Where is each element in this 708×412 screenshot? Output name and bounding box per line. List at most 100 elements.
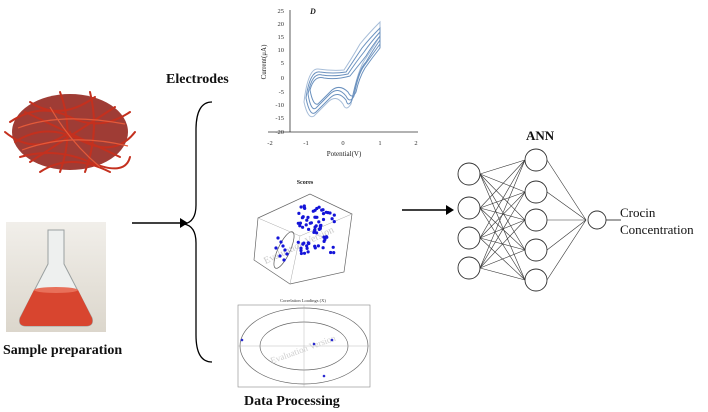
ann-edge xyxy=(479,267,526,281)
score-point xyxy=(322,235,326,239)
score-point xyxy=(299,246,303,250)
ann-input-node xyxy=(457,226,481,250)
score-point xyxy=(312,230,316,234)
ann-hidden-node xyxy=(524,148,548,172)
cv-xtick: 0 xyxy=(341,140,344,147)
cv-ytick: -20 xyxy=(275,129,284,136)
score-point xyxy=(326,211,330,215)
ann-edge xyxy=(479,159,526,209)
loadings-plot: Correlation Loadings (X) Evaluation Vers… xyxy=(237,298,371,388)
ann-edge xyxy=(546,159,587,221)
score-point xyxy=(283,248,287,252)
electrodes-label: Electrodes xyxy=(166,72,229,87)
cv-ytick: 15 xyxy=(278,34,285,41)
score-point xyxy=(296,240,300,244)
score-point xyxy=(320,208,324,212)
cv-xtick: 1 xyxy=(378,140,381,147)
cv-ytick: 5 xyxy=(281,60,284,67)
score-point xyxy=(332,251,336,255)
score-point xyxy=(311,209,315,213)
score-point xyxy=(323,237,327,242)
score-point xyxy=(306,215,310,219)
score-point xyxy=(281,244,285,248)
score-point xyxy=(285,252,289,256)
score-point xyxy=(298,224,302,228)
cv-xlabel: Potential(V) xyxy=(327,150,362,158)
score-point xyxy=(315,206,319,211)
score-point xyxy=(316,244,320,248)
score-point xyxy=(299,251,303,256)
sample-preparation-label: Sample preparation xyxy=(3,343,123,358)
cv-ytick: 25 xyxy=(278,8,285,15)
cv-xtick: -1 xyxy=(303,140,308,147)
score-point xyxy=(329,250,333,255)
ann-edge xyxy=(479,173,526,251)
ann-edge xyxy=(479,173,526,193)
score-point xyxy=(305,244,309,248)
score-point xyxy=(307,227,311,231)
score-point xyxy=(321,212,326,216)
cv-ytick: 20 xyxy=(278,21,285,28)
ann-edge xyxy=(479,191,526,209)
scores-plot: Scores Evaluation Version xyxy=(253,180,353,285)
score-point xyxy=(318,226,322,231)
ann-edge xyxy=(479,159,526,269)
score-point xyxy=(314,224,318,228)
curly-bracket xyxy=(183,101,213,363)
score-point xyxy=(331,245,335,249)
score-point xyxy=(324,235,328,239)
flask-photo xyxy=(6,222,106,332)
score-point xyxy=(299,205,303,209)
ann-edge xyxy=(479,159,526,239)
output-label: Crocin Concentration xyxy=(620,204,694,238)
ann-input-node xyxy=(457,256,481,280)
ann-hidden-node xyxy=(524,208,548,232)
score-point xyxy=(330,217,334,221)
ann-edge xyxy=(479,173,526,281)
score-point xyxy=(308,221,312,225)
score-point xyxy=(321,217,326,222)
cv-ytick: -15 xyxy=(275,115,284,122)
ann-hidden-node xyxy=(524,180,548,204)
score-point xyxy=(332,213,336,217)
score-point xyxy=(301,225,305,229)
score-point xyxy=(306,250,310,254)
score-point xyxy=(314,215,318,219)
loadings-title: Correlation Loadings (X) xyxy=(280,298,326,303)
ann-edge xyxy=(479,219,526,239)
ann-edge xyxy=(479,191,526,269)
data-processing-label: Data Processing xyxy=(244,394,340,409)
arrow-to-electrodes xyxy=(132,218,188,228)
score-point xyxy=(304,223,308,227)
score-point xyxy=(276,236,280,240)
cv-ytick: 10 xyxy=(278,47,285,54)
ann-input-node xyxy=(457,162,481,186)
cv-plot: 25 20 15 10 5 0 -5 -10 -15 -20 -2 -1 0 1… xyxy=(260,7,418,158)
cv-xtick: 2 xyxy=(414,140,417,147)
loadings-watermark: Evaluation Version xyxy=(269,333,337,366)
score-point xyxy=(297,211,301,215)
ann-label: ANN xyxy=(526,128,555,143)
score-point xyxy=(302,204,306,208)
ann-output-node xyxy=(587,210,607,230)
cv-ytick: -5 xyxy=(279,89,284,96)
output-label-line2: Concentration xyxy=(620,222,694,237)
score-point xyxy=(321,246,325,250)
ann-edge xyxy=(479,191,526,239)
score-point xyxy=(317,220,321,224)
score-point xyxy=(315,231,319,235)
score-points xyxy=(274,204,336,262)
score-point xyxy=(279,240,283,244)
cv-xtick: -2 xyxy=(267,140,272,147)
score-point xyxy=(278,254,282,258)
score-point xyxy=(302,251,307,255)
score-point xyxy=(306,241,310,245)
saffron-photo xyxy=(4,91,136,173)
score-point xyxy=(274,246,278,250)
score-point xyxy=(305,246,309,250)
score-point xyxy=(313,246,317,250)
cv-ylabel: Current(μA) xyxy=(260,44,268,80)
score-point xyxy=(305,218,309,222)
score-point xyxy=(298,221,302,225)
cv-ytick: -10 xyxy=(275,102,284,109)
